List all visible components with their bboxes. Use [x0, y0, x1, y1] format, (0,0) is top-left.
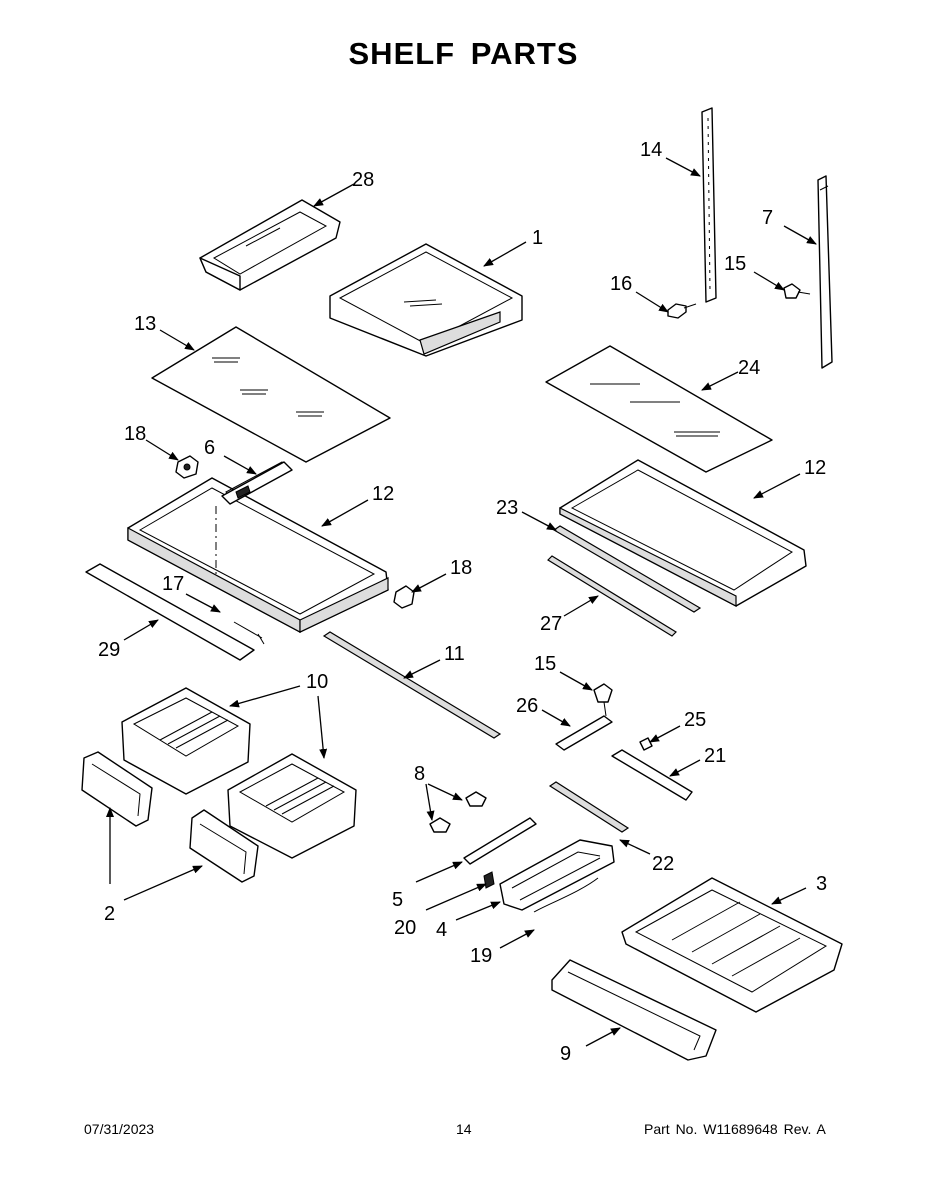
leader-lines — [106, 157, 817, 1047]
part-1-shelf — [329, 243, 523, 357]
part-17-hook — [233, 621, 265, 645]
callout-8: 8 — [414, 763, 425, 785]
callout-4: 4 — [436, 919, 447, 941]
part-11-long-trim — [322, 631, 502, 739]
callout-26: 26 — [516, 695, 538, 717]
callout-14: 14 — [640, 139, 662, 161]
callout-27: 27 — [540, 613, 562, 635]
part-10-drawer-left — [121, 687, 251, 795]
callout-1: 1 — [532, 227, 543, 249]
part-26-bracket — [555, 715, 613, 751]
part-18-clip-right — [393, 585, 415, 609]
footer-date: 07/31/2023 — [84, 1121, 155, 1137]
part-16-screw — [667, 303, 697, 319]
part-28-door-bin — [199, 199, 341, 291]
part-7-vertical-rail — [817, 175, 833, 369]
callout-19: 19 — [470, 945, 492, 967]
part-27-trim — [547, 555, 677, 637]
part-3-tray — [621, 877, 843, 1013]
callout-9: 9 — [560, 1043, 571, 1065]
part-8-screw-top — [465, 791, 487, 807]
callout-10: 10 — [306, 671, 328, 693]
callout-13: 13 — [134, 313, 156, 335]
part-12-left-shelf-frame — [127, 461, 389, 634]
part-9-front-panel — [551, 959, 717, 1061]
part-4-cover — [499, 839, 615, 911]
part-2-drawer-front-left — [81, 751, 153, 827]
part-13-glass-panel — [151, 326, 391, 463]
callout-15: 15 — [724, 253, 746, 275]
callout-16: 16 — [610, 273, 632, 295]
part-8-screw-bottom — [429, 817, 451, 833]
callout-3: 3 — [816, 873, 827, 895]
callout-25: 25 — [684, 709, 706, 731]
callout-24: 24 — [738, 357, 760, 379]
callout-11: 11 — [444, 643, 465, 665]
part-25-clip — [639, 737, 653, 751]
part-12-right-shelf-frame — [559, 459, 807, 607]
callout-18: 18 — [124, 423, 146, 445]
callout-2: 2 — [104, 903, 115, 925]
callout-6: 6 — [204, 437, 215, 459]
callout-7: 7 — [762, 207, 773, 229]
callout-12-left: 12 — [372, 483, 394, 505]
part-22-slide — [548, 781, 630, 833]
part-15-screw — [783, 283, 811, 299]
part-10-drawer-right — [227, 753, 357, 859]
callout-21: 21 — [704, 745, 726, 767]
callout-18-right: 18 — [450, 557, 472, 579]
part-14-vertical-rail — [701, 107, 717, 303]
part-29-front-trim — [85, 563, 255, 661]
part-24-glass-panel — [545, 345, 773, 473]
callout-17: 17 — [162, 573, 184, 595]
callout-22: 22 — [652, 853, 674, 875]
callout-labels: 28 1 14 7 16 15 13 24 18 6 12 12 23 18 1… — [98, 139, 827, 1065]
part-21-rail — [611, 749, 693, 801]
part-20-clip — [483, 871, 495, 889]
part-15-screw-middle — [593, 683, 613, 717]
part-18-clip-top — [175, 455, 199, 479]
callout-29: 29 — [98, 639, 120, 661]
callout-5: 5 — [392, 889, 403, 911]
part-23-trim — [552, 525, 702, 613]
part-6-bracket — [221, 461, 293, 505]
part-5-bar — [463, 817, 537, 865]
part-19-wire — [533, 877, 599, 913]
callout-28: 28 — [352, 169, 374, 191]
footer-page-number: 14 — [456, 1121, 472, 1137]
part-2-drawer-front-right — [189, 809, 259, 883]
callout-23: 23 — [496, 497, 518, 519]
footer-part-number: Part No. W11689648 Rev. A — [644, 1121, 826, 1137]
callout-12-right: 12 — [804, 457, 826, 479]
callout-15-middle: 15 — [534, 653, 556, 675]
callout-20: 20 — [394, 917, 416, 939]
page-title: SHELF PARTS — [348, 36, 579, 71]
